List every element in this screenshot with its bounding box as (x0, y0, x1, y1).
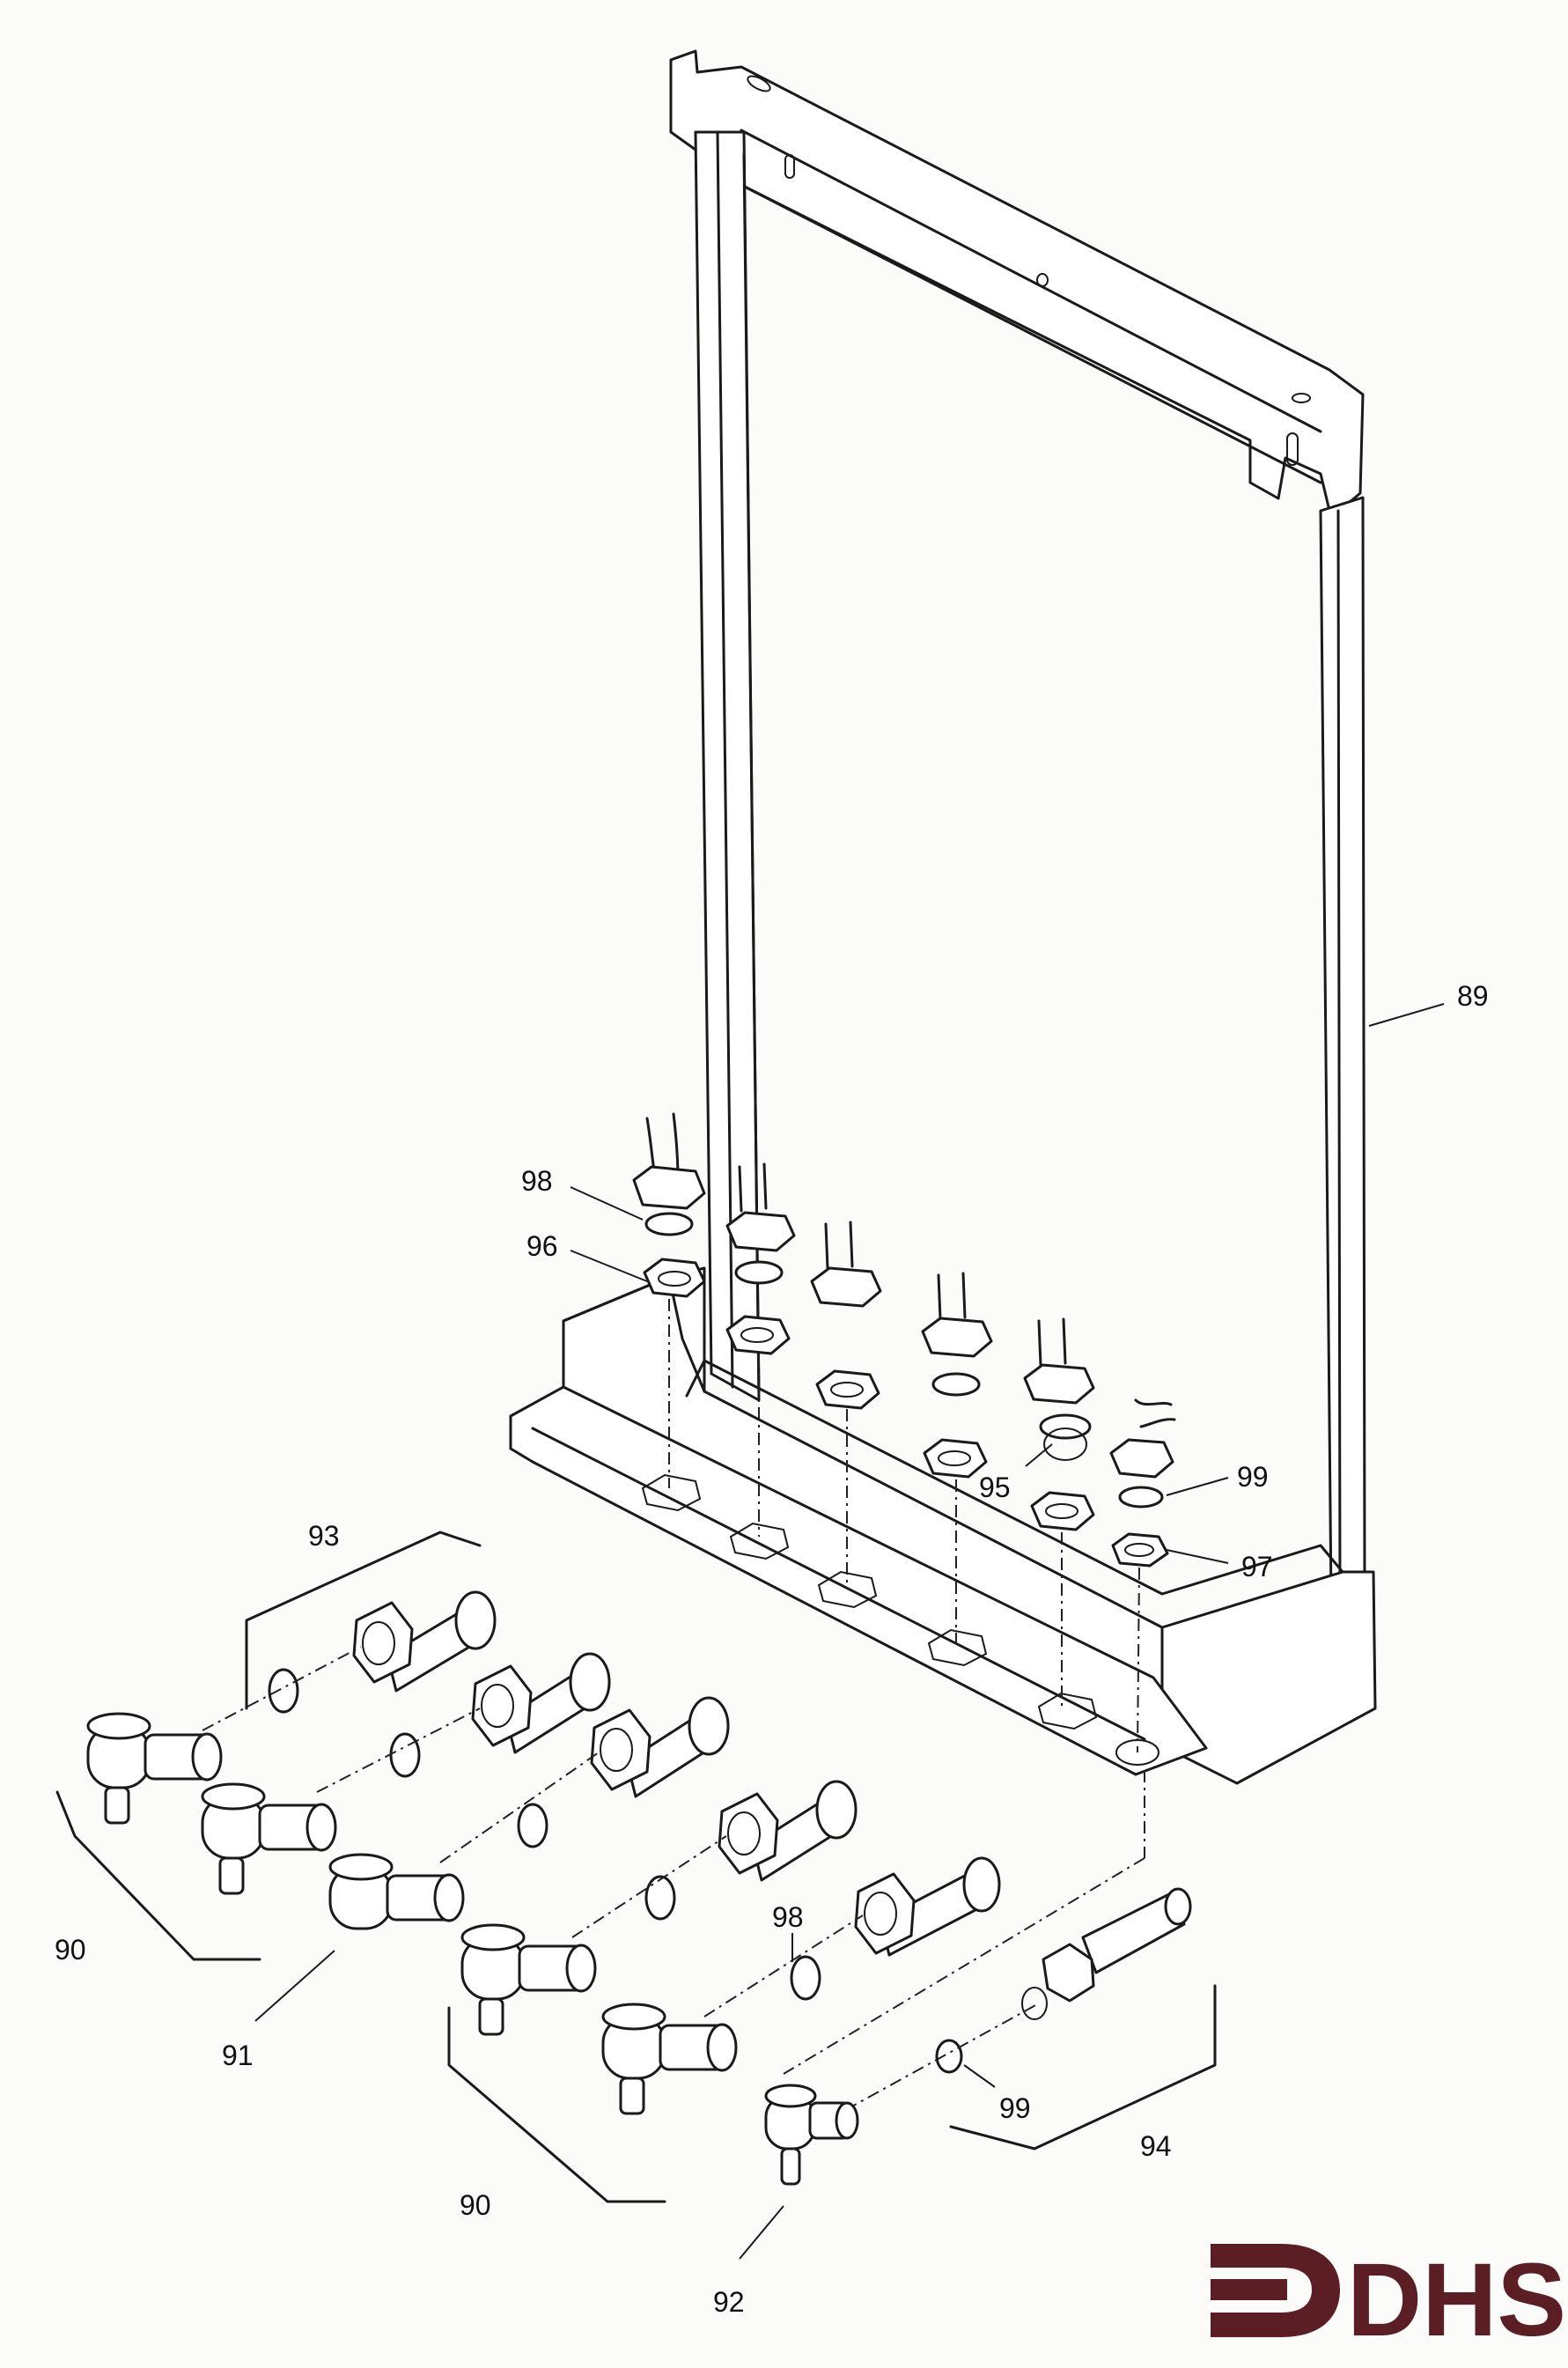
pipe-connections (632, 1112, 1176, 1753)
callout-96: 96 (526, 1230, 558, 1262)
dhs-logo: DHS (1211, 2242, 1566, 2358)
callout-90-bottom: 90 (460, 2189, 491, 2221)
callout-98-upper: 98 (521, 1165, 553, 1197)
callout-98-lower: 98 (772, 1901, 804, 1933)
callout-93: 93 (308, 1520, 340, 1552)
callout-92: 92 (713, 2286, 745, 2318)
callout-90-left: 90 (55, 1934, 86, 1966)
dhs-logo-mark (1211, 2244, 1340, 2337)
callout-89: 89 (1457, 980, 1489, 1012)
leader-lines (254, 1003, 1445, 2260)
tray-holes (641, 1473, 1159, 1766)
callout-95: 95 (979, 1472, 1011, 1503)
callout-94: 94 (1140, 2130, 1172, 2162)
callout-99-lower: 99 (999, 2092, 1031, 2124)
callout-97: 97 (1241, 1551, 1273, 1582)
service-valves (55, 1531, 1217, 2203)
valve-bodies (86, 1712, 859, 2186)
callout-99-upper: 99 (1237, 1461, 1269, 1493)
union-tails (352, 1590, 1192, 2020)
callout-91: 91 (222, 2040, 254, 2071)
dhs-logo-text: DHS (1347, 2242, 1566, 2358)
mounting-frame (509, 49, 1377, 1785)
callout-labels: 89 98 96 95 99 97 93 90 91 98 99 94 90 9… (55, 980, 1489, 2318)
